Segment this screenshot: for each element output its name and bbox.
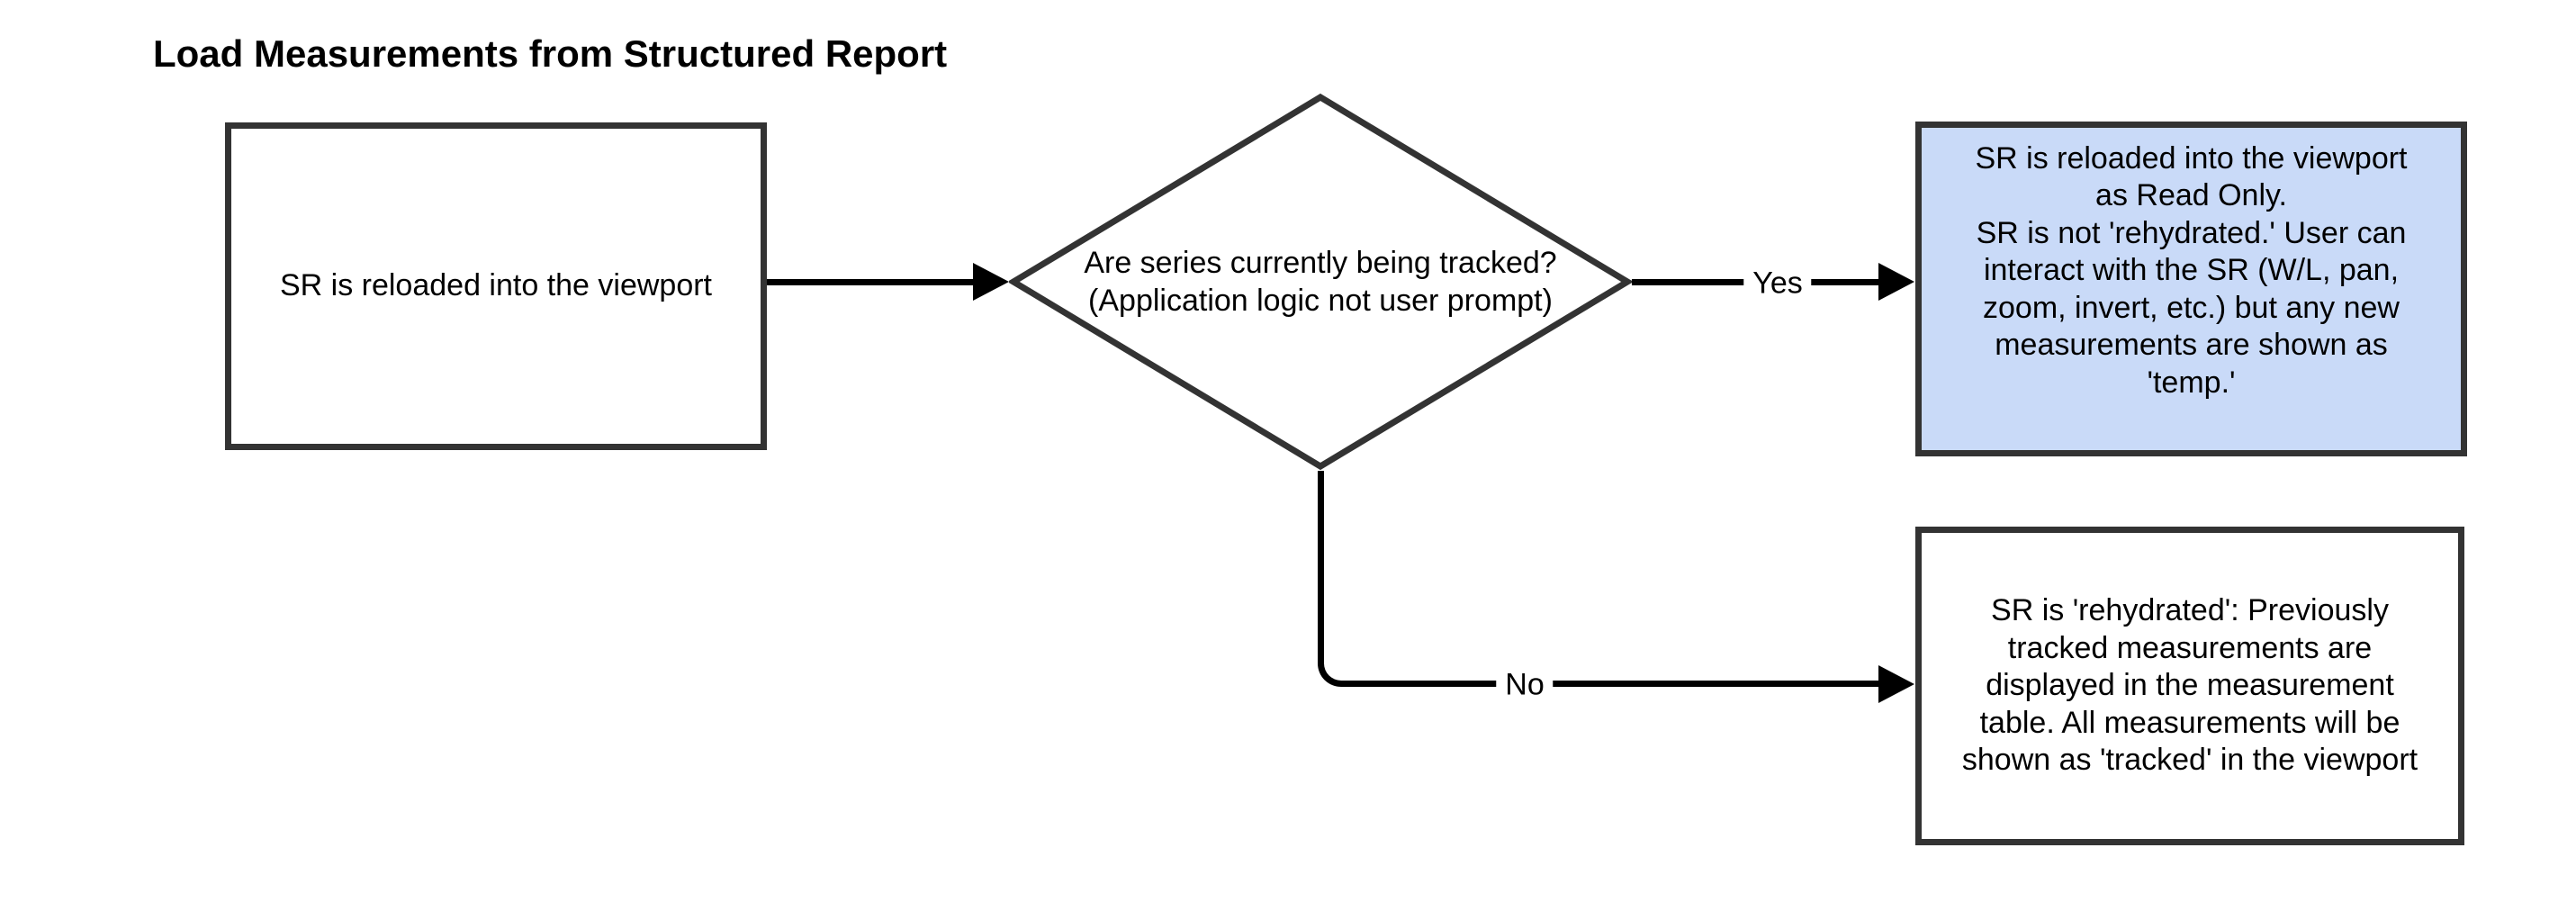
arrowhead-icon <box>1878 263 1914 301</box>
connector-no <box>1318 471 1878 687</box>
edge-label-no: No <box>1496 667 1554 703</box>
node-decision-shape <box>1009 93 1632 471</box>
node-decision: Are series currently being tracked? (App… <box>1084 245 1557 319</box>
node-no-outcome: SR is 'rehydrated': Previously tracked m… <box>1915 527 2464 845</box>
diamond-icon <box>1009 93 1632 471</box>
arrowhead-icon <box>1878 665 1914 703</box>
node-yes-outcome: SR is reloaded into the viewport as Read… <box>1915 122 2467 456</box>
connector-start-to-decision <box>767 279 974 285</box>
edge-label-yes: Yes <box>1743 266 1812 302</box>
diagram-title: Load Measurements from Structured Report <box>153 32 948 75</box>
arrowhead-icon <box>973 263 1009 301</box>
node-start: SR is reloaded into the viewport <box>225 122 767 450</box>
